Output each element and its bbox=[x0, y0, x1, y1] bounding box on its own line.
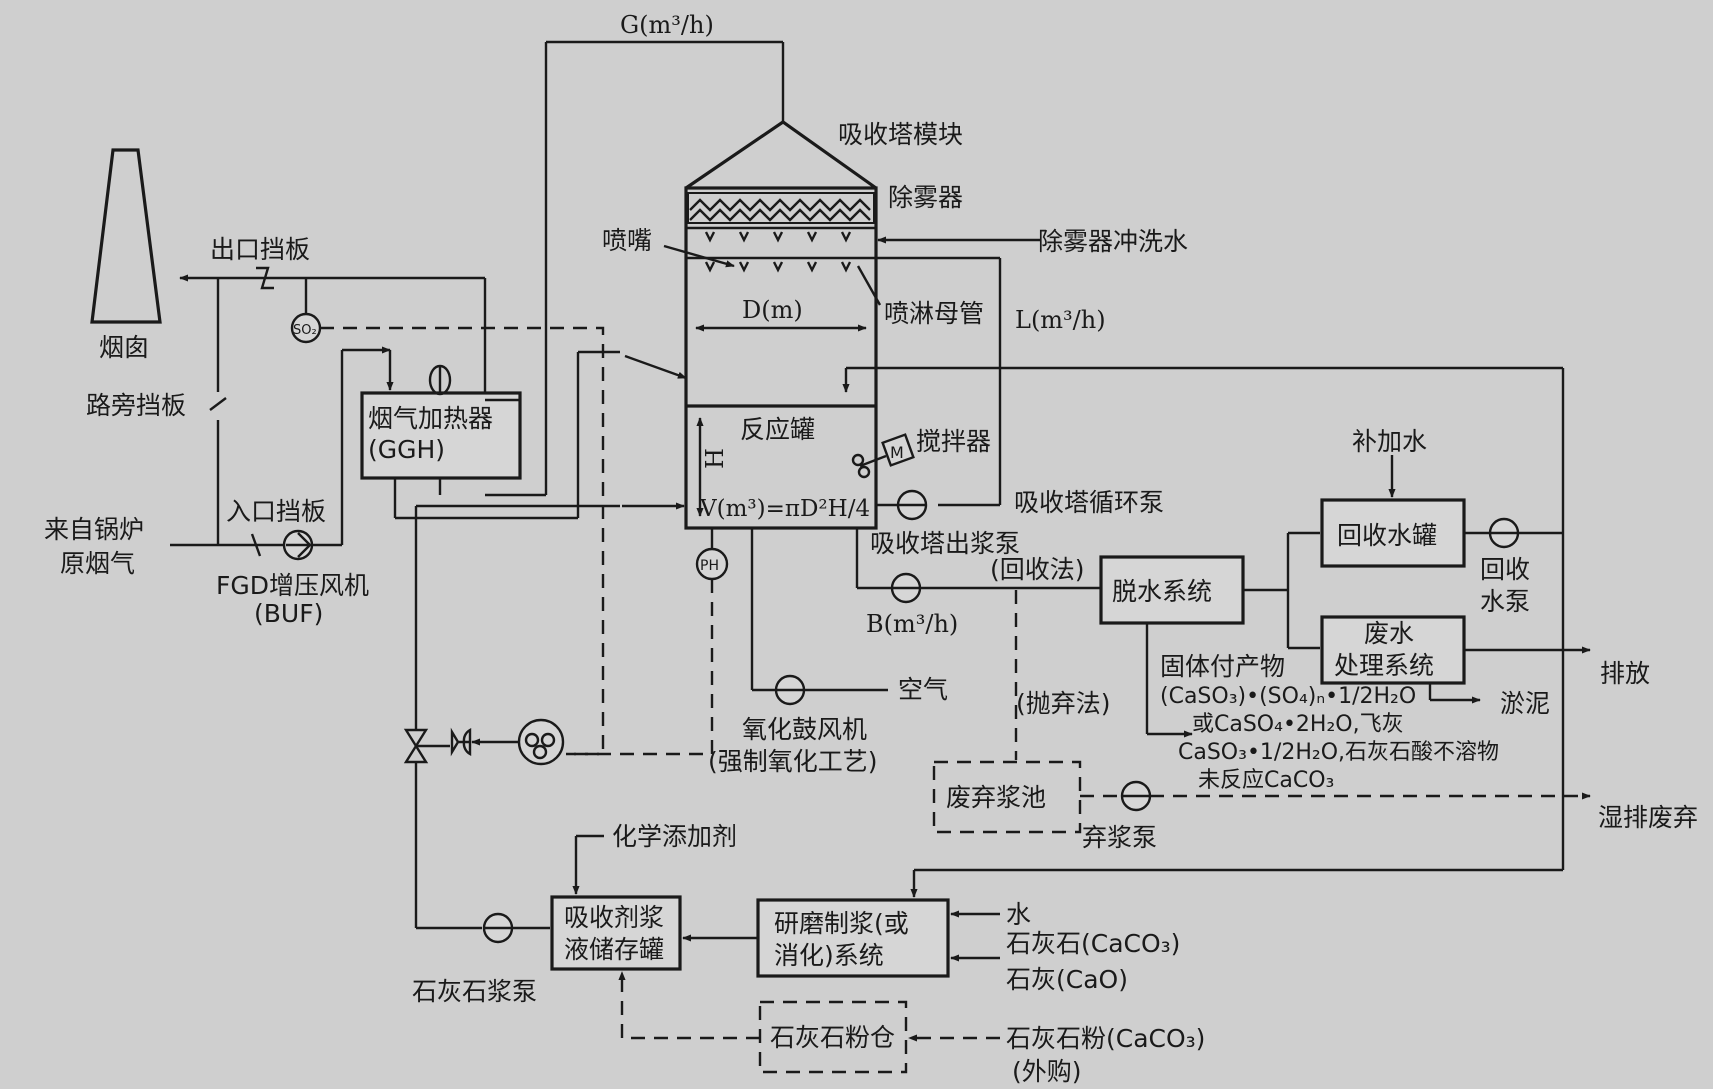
byproduct-label-4: CaSO₃•1/2H₂O,石灰石酸不溶物 bbox=[1178, 740, 1499, 765]
makeup-water-label: 补加水 bbox=[1352, 427, 1427, 456]
booster-fan-label: FGD增压风机 bbox=[216, 571, 369, 600]
reagent-section: 石灰石浆泵 吸收剂浆 液储存罐 化学添加剂 研磨制浆(或 消化)系统 水 石灰石… bbox=[412, 533, 1565, 1086]
tower-module-label: 吸收塔模块 bbox=[838, 120, 963, 149]
absorbent-tank-label-2: 液储存罐 bbox=[564, 935, 664, 964]
agitator-label: 搅拌器 bbox=[916, 427, 991, 456]
byproduct-label-3: 或CaSO₄•2H₂O,飞灰 bbox=[1192, 712, 1404, 737]
dewatering-section: (回收法) B(m³/h) 脱水系统 回收水罐 补加水 回收 水泵 废水 处理系… bbox=[855, 368, 1650, 793]
limestone-label: 石灰石(CaCO₃) bbox=[1006, 929, 1180, 958]
control-valve-icon bbox=[450, 727, 472, 757]
recycle-pump-label-1: 回收 bbox=[1480, 555, 1530, 584]
booster-fan-abbr: (BUF) bbox=[254, 599, 323, 628]
inlet-damper-label: 入口挡板 bbox=[226, 497, 326, 526]
so2-label: SO₂ bbox=[293, 323, 317, 338]
dewatering-box bbox=[1099, 555, 1245, 625]
dewatering-label: 脱水系统 bbox=[1112, 577, 1212, 606]
diameter-label: D(m) bbox=[742, 296, 803, 324]
ggh-label-1: 烟气加热器 bbox=[368, 404, 493, 433]
grinding-label-1: 研磨制浆(或 bbox=[774, 909, 909, 938]
liquid-flow-label: L(m³/h) bbox=[1015, 306, 1106, 334]
oxidation-blower-label: 氧化鼓风机 bbox=[742, 715, 867, 744]
waste-pond-label: 废弃浆池 bbox=[946, 783, 1046, 812]
outlet-damper-icon bbox=[256, 266, 274, 290]
recycle-pump-label-2: 水泵 bbox=[1480, 587, 1530, 616]
recovery-method-label: (回收法) bbox=[990, 555, 1085, 584]
lime-label: 石灰(CaO) bbox=[1006, 965, 1128, 994]
oxidation-section: 空气 氧化鼓风机 (强制氧化工艺) PH bbox=[403, 504, 948, 930]
circulation-pump-label: 吸收塔循环泵 bbox=[1014, 488, 1164, 517]
waste-section: (抛弃法) 废弃浆池 弃浆泵 湿排废弃 bbox=[932, 590, 1698, 852]
abandon-method-label: (抛弃法) bbox=[1016, 689, 1111, 718]
water-label: 水 bbox=[1006, 900, 1031, 929]
recycle-tank-box bbox=[1320, 498, 1466, 568]
height-label: H bbox=[701, 448, 729, 469]
boiler-gas-label-2: 原烟气 bbox=[60, 549, 135, 578]
outlet-damper-label: 出口挡板 bbox=[210, 235, 310, 264]
wastewater-label-1: 废水 bbox=[1364, 619, 1414, 648]
absorber-tower: 除雾器 吸收塔模块 除雾器冲洗水 喷嘴 喷淋母管 L(m³/h) D(m) 反应… bbox=[602, 120, 1563, 558]
ggh-label-2: (GGH) bbox=[368, 435, 445, 464]
demister-icon bbox=[689, 198, 871, 212]
bypass-damper-label: 路旁挡板 bbox=[86, 391, 186, 420]
flue-gas-ducts: 出口挡板 路旁挡板 入口挡板 来自锅炉 原烟气 FGD增压风机 (BUF) 烟气… bbox=[44, 11, 785, 756]
sludge-label: 淤泥 bbox=[1500, 689, 1550, 718]
spray-header-label: 喷淋母管 bbox=[884, 299, 984, 328]
absorbent-tank-box bbox=[550, 895, 682, 971]
volume-formula: V(m³)=πD²H/4 bbox=[699, 496, 870, 522]
chimney-unit: 烟囱 bbox=[90, 148, 162, 362]
ph-label: PH bbox=[700, 558, 719, 574]
bleed-flow-label: B(m³/h) bbox=[866, 610, 958, 638]
wet-disposal-label: 湿排废弃 bbox=[1598, 803, 1698, 832]
powder-silo-label: 石灰石粉仓 bbox=[770, 1023, 895, 1052]
grinding-label-2: 消化)系统 bbox=[774, 941, 884, 970]
tower-body bbox=[684, 186, 878, 530]
wash-water-label: 除雾器冲洗水 bbox=[1038, 227, 1188, 256]
bleed-pump-label: 吸收塔出浆泵 bbox=[870, 529, 1020, 558]
byproduct-label-1: 固体付产物 bbox=[1160, 652, 1285, 681]
recycle-tank-label: 回收水罐 bbox=[1337, 521, 1437, 550]
discharge-label: 排放 bbox=[1600, 659, 1650, 688]
purchased-label: (外购) bbox=[1012, 1057, 1082, 1086]
ggh-box bbox=[360, 391, 522, 480]
absorbent-tank-label-1: 吸收剂浆 bbox=[564, 903, 664, 932]
waste-pond-box bbox=[932, 760, 1082, 834]
chimney-shape bbox=[90, 148, 162, 324]
chimney-label: 烟囱 bbox=[99, 333, 149, 362]
motor-label: M bbox=[890, 443, 904, 462]
air-label: 空气 bbox=[898, 675, 948, 704]
limestone-slurry-pump-label: 石灰石浆泵 bbox=[412, 977, 537, 1006]
reaction-tank-label: 反应罐 bbox=[740, 415, 815, 444]
bypass-damper-icon bbox=[209, 397, 227, 411]
demister-label: 除雾器 bbox=[888, 183, 963, 212]
forced-oxidation-label: (强制氧化工艺) bbox=[708, 747, 878, 776]
boiler-gas-label-1: 来自锅炉 bbox=[44, 515, 144, 544]
abandon-pump-label: 弃浆泵 bbox=[1082, 823, 1157, 852]
agitator-motor-icon bbox=[881, 433, 915, 467]
wastewater-label-2: 处理系统 bbox=[1334, 651, 1434, 680]
chem-additive-label: 化学添加剂 bbox=[612, 822, 737, 851]
gas-flow-label: G(m³/h) bbox=[620, 11, 714, 39]
nozzle-icon bbox=[704, 261, 852, 273]
inlet-damper-icon bbox=[250, 533, 262, 557]
byproduct-label-5: 未反应CaCO₃ bbox=[1198, 768, 1334, 793]
limestone-powder-label: 石灰石粉(CaCO₃) bbox=[1006, 1024, 1205, 1053]
byproduct-label-2: (CaSO₃)•(SO₄)ₙ•1/2H₂O bbox=[1160, 684, 1416, 709]
nozzle-label: 喷嘴 bbox=[602, 226, 652, 255]
